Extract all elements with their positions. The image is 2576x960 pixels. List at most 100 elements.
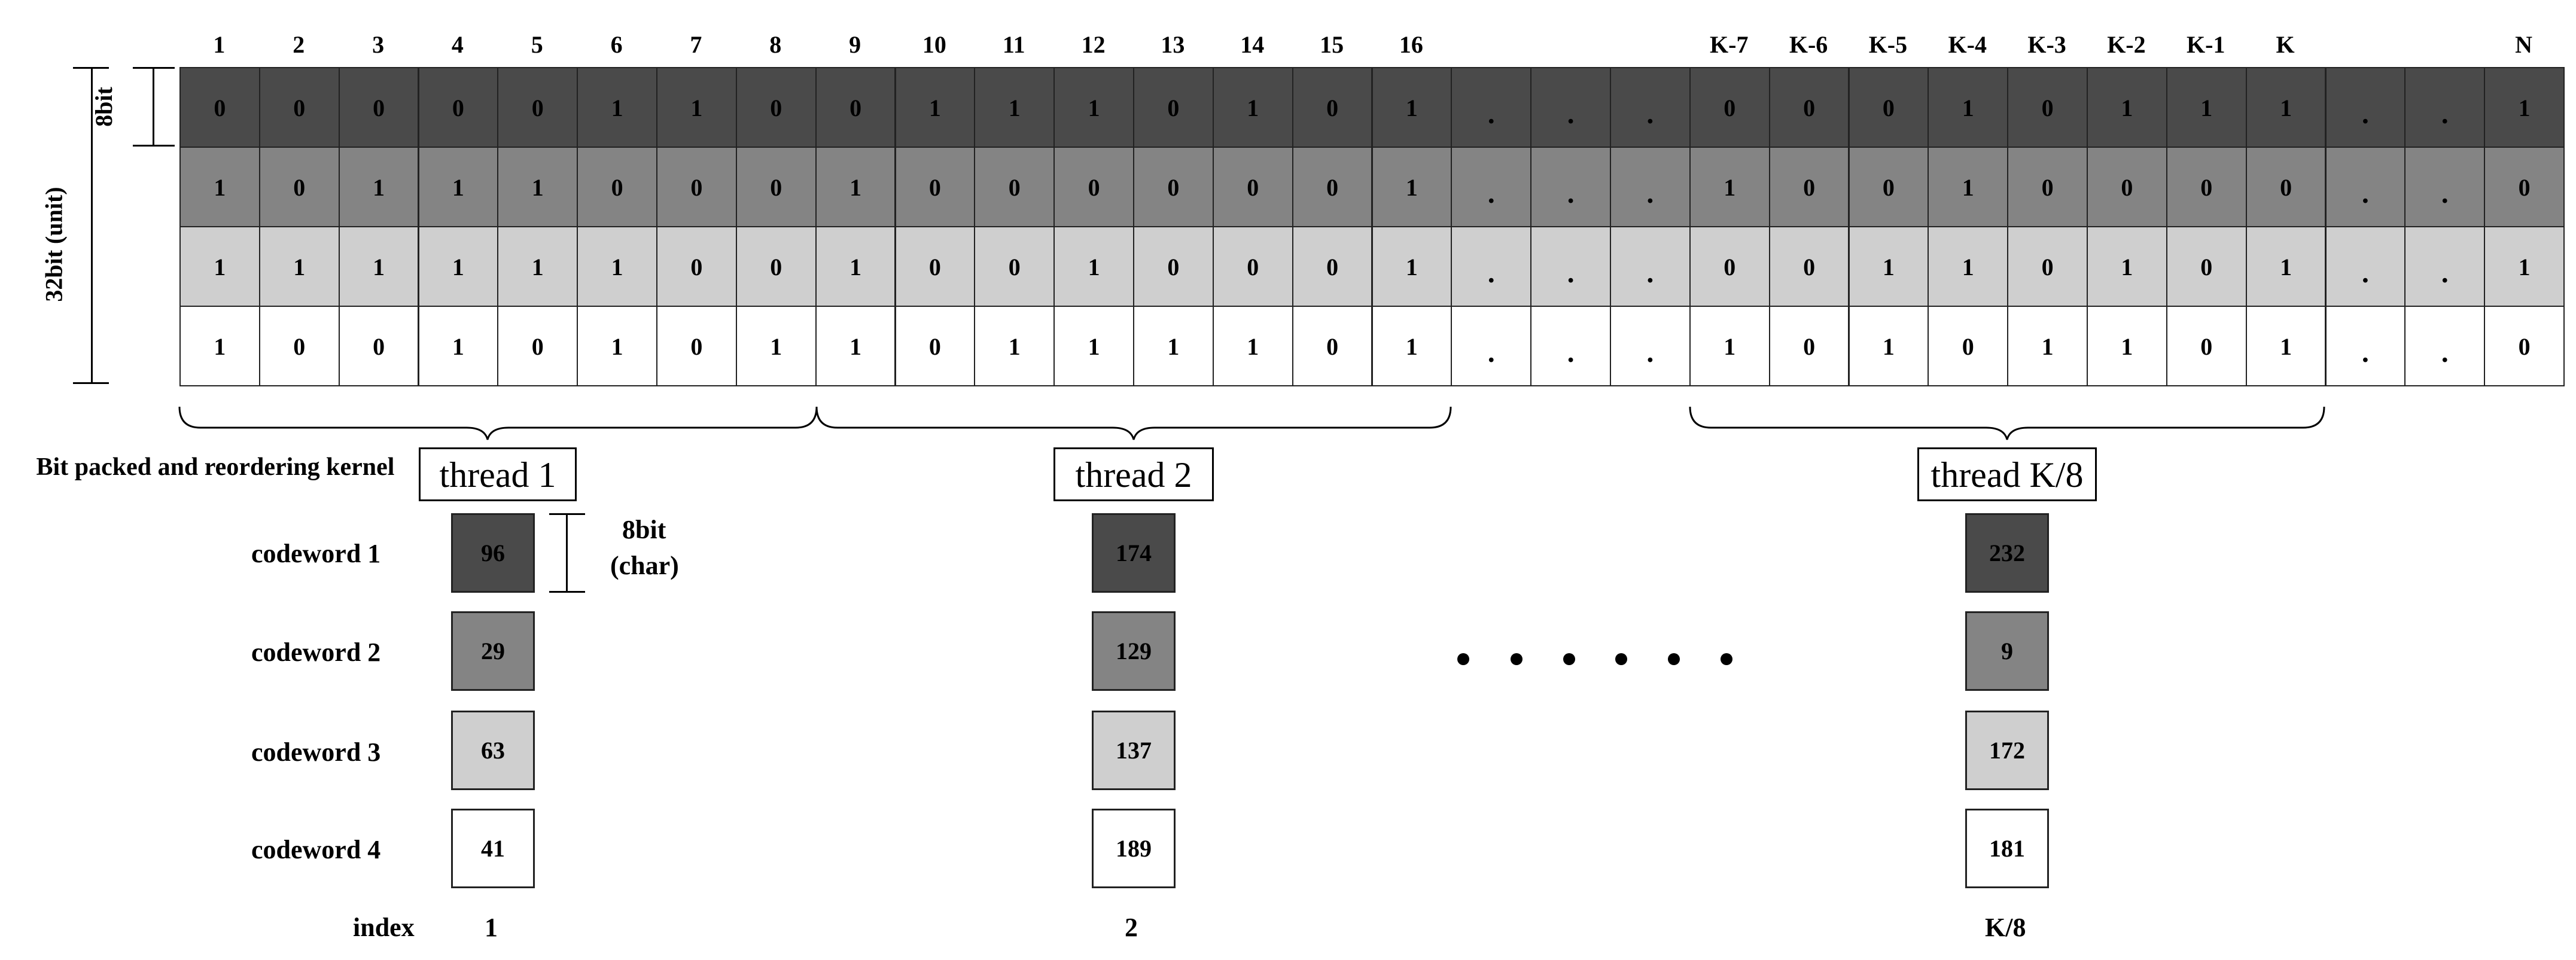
bit-cell: 0 [656,226,737,307]
bit-cell: 0 [1212,147,1293,227]
bit-cell: 0 [2166,147,2247,227]
codeword-label-4: codeword 4 [251,835,381,864]
column-header: K-7 [1710,31,1749,58]
bit-cell: 1 [2166,67,2247,148]
column-header: K-5 [1868,31,1908,58]
bit-cell: 1 [656,67,737,148]
bit-cell: 1 [497,147,578,227]
index-2: 2 [1125,913,1138,942]
column-header: 6 [610,31,623,58]
bit-cell: 0 [656,147,737,227]
bit-cell: 1 [179,147,260,227]
column-header: 4 [451,31,464,58]
column-header: 11 [1002,31,1025,58]
bit-cell: 1 [1689,306,1770,386]
brace-thread-k8 [1689,406,2325,440]
bit-cell: 0 [1133,226,1214,307]
bit-cell: 0 [1133,147,1214,227]
column-header: 10 [922,31,946,58]
bit-cell: 1 [577,226,657,307]
column-header: K-1 [2187,31,2225,58]
bit-cell: 1 [497,226,578,307]
codeword-label-1: codeword 1 [251,539,381,568]
bit-cell: 1 [1212,67,1293,148]
bit-cell: . [2325,306,2406,386]
column-header: 2 [293,31,305,58]
codeword-t2-3: 137 [1092,711,1176,790]
bit-cell: 0 [974,147,1055,227]
bit-cell: . [1451,306,1532,386]
brace-thread-2 [815,406,1452,440]
bit-cell: 1 [815,147,896,227]
bit-cell: 1 [815,306,896,386]
bit-cell: 1 [1371,67,1453,148]
bit-cell: 0 [1689,67,1770,148]
bit-cell: 1 [2245,226,2327,307]
column-header: K [2276,31,2295,58]
bit-cell: 1 [1928,147,2009,227]
codeword-tk8-2: 9 [1965,611,2049,691]
column-header: K-6 [1789,31,1828,58]
bit-cell: 1 [1053,67,1134,148]
bit-cell: 1 [1371,226,1453,307]
thread-1-box: thread 1 [419,447,577,501]
bit-cell: 0 [258,67,340,148]
index-label: index [353,913,415,942]
bit-cell: . [1530,226,1611,307]
bit-cell: 0 [2087,147,2167,227]
codeword-t1-1: 96 [451,513,535,593]
bit-cell: 1 [2087,226,2167,307]
bit-cell: 1 [815,226,896,307]
bit-cell: 1 [1371,306,1453,386]
column-header: 13 [1161,31,1185,58]
bit-cell: . [1530,147,1611,227]
codeword-label-3: codeword 3 [251,737,381,767]
bit-cell: 1 [974,67,1055,148]
kernel-label: Bit packed and reordering kernel [36,453,395,481]
bit32-marker [73,67,109,384]
bit-cell: 0 [179,67,260,148]
bit-cell: 0 [656,306,737,386]
bit-cell: 0 [2484,306,2565,386]
bit-cell: 0 [815,67,896,148]
codeword-t2-2: 129 [1092,611,1176,691]
codeword-tk8-4: 181 [1965,809,2049,888]
bit-cell: 1 [894,67,976,148]
bit-cell: 0 [1292,147,1373,227]
char-label-bottom: (char) [610,551,679,580]
bit-cell: . [1610,147,1691,227]
index-k8: K/8 [1985,913,2026,942]
column-header: 1 [213,31,226,58]
bit-cell: 0 [1768,226,1850,307]
bit-cell: 0 [1133,67,1214,148]
codeword-t2-4: 189 [1092,809,1176,888]
bit-cell: . [1451,67,1532,148]
bit-cell: . [1530,306,1611,386]
bit-cell: 0 [2166,306,2247,386]
bit-cell: 1 [2484,226,2565,307]
bit-cell: 0 [2245,147,2327,227]
bit-cell: 0 [338,67,419,148]
thread-k8-box: thread K/8 [1917,447,2097,501]
bit-cell: 1 [179,226,260,307]
bit-cell: . [2404,147,2486,227]
bit-cell: 1 [2087,306,2167,386]
codeword-tk8-1: 232 [1965,513,2049,593]
bit-cell: 1 [418,147,499,227]
column-header: 14 [1240,31,1265,58]
bit-cell: 0 [497,67,578,148]
bit8-marker [133,67,175,147]
bit-cell: 0 [2484,147,2565,227]
bit-cell: 1 [2245,306,2327,386]
thread-2-box: thread 2 [1053,447,1214,501]
bit-cell: 1 [735,306,817,386]
index-1: 1 [485,913,498,942]
bit-cell: . [1610,306,1691,386]
bit-cell: 1 [1133,306,1214,386]
column-header: 5 [531,31,543,58]
char-label-top: 8bit [622,515,666,544]
column-header: K-3 [2027,31,2066,58]
thread-braces [178,406,2325,440]
column-header: 16 [1399,31,1423,58]
brace-thread-1 [178,406,818,440]
